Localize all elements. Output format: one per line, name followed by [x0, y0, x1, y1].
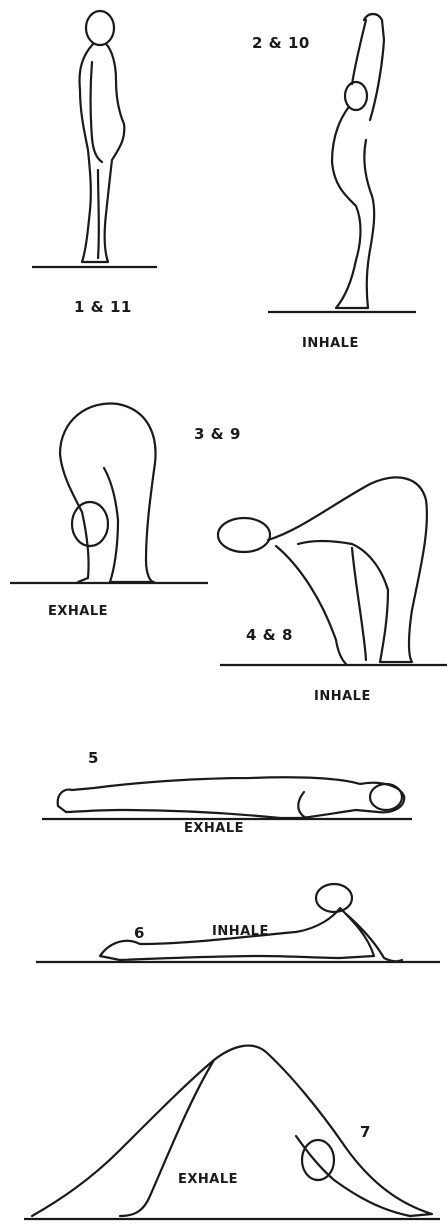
pose-4-8-head [218, 518, 270, 552]
pose-1-11-head [86, 11, 114, 45]
pose-5-head [370, 784, 402, 810]
pose-3-9-body [60, 403, 156, 582]
pose-4-8-breath: INHALE [314, 689, 371, 704]
pose-7-figure [24, 1046, 440, 1219]
pose-5-figure [42, 777, 412, 819]
pose-3-9-figure [10, 403, 208, 583]
pose-2-10-figure [268, 14, 416, 312]
pose-3-9-number: 3 & 9 [194, 425, 241, 443]
pose-3-9-head [72, 502, 108, 546]
pose-2-10-arms [352, 14, 384, 120]
pose-1-11-number: 1 & 11 [74, 298, 132, 316]
pose-4-8-arm [276, 546, 346, 664]
pose-7-breath: EXHALE [178, 1172, 238, 1187]
pose-4-8-number: 4 & 8 [246, 626, 293, 644]
pose-7-number: 7 [360, 1123, 371, 1141]
pose-3-9-breath: EXHALE [48, 604, 108, 619]
pose-5-body [58, 777, 405, 818]
pose-1-11-arm [91, 62, 103, 162]
pose-7-head [302, 1140, 334, 1180]
pose-2-10-body [332, 108, 374, 308]
pose-6-number: 6 [134, 924, 145, 942]
pose-6-head [316, 884, 352, 912]
pose-1-11-torso [80, 44, 125, 262]
pose-5-number: 5 [88, 749, 99, 767]
pose-5-breath: EXHALE [184, 821, 244, 836]
pose-4-8-leg [352, 548, 366, 660]
pose-2-10-breath: INHALE [302, 336, 359, 351]
pose-7-body [32, 1046, 432, 1216]
pose-1-11-figure [32, 11, 157, 267]
pose-6-figure [36, 884, 440, 962]
pose-6-breath: INHALE [212, 924, 269, 939]
pose-1-11-leg-line [98, 170, 99, 258]
pose-2-10-number: 2 & 10 [252, 34, 310, 52]
pose-5-arm [298, 792, 306, 818]
pose-3-9-back [60, 454, 89, 582]
pose-2-10-head [345, 82, 367, 110]
